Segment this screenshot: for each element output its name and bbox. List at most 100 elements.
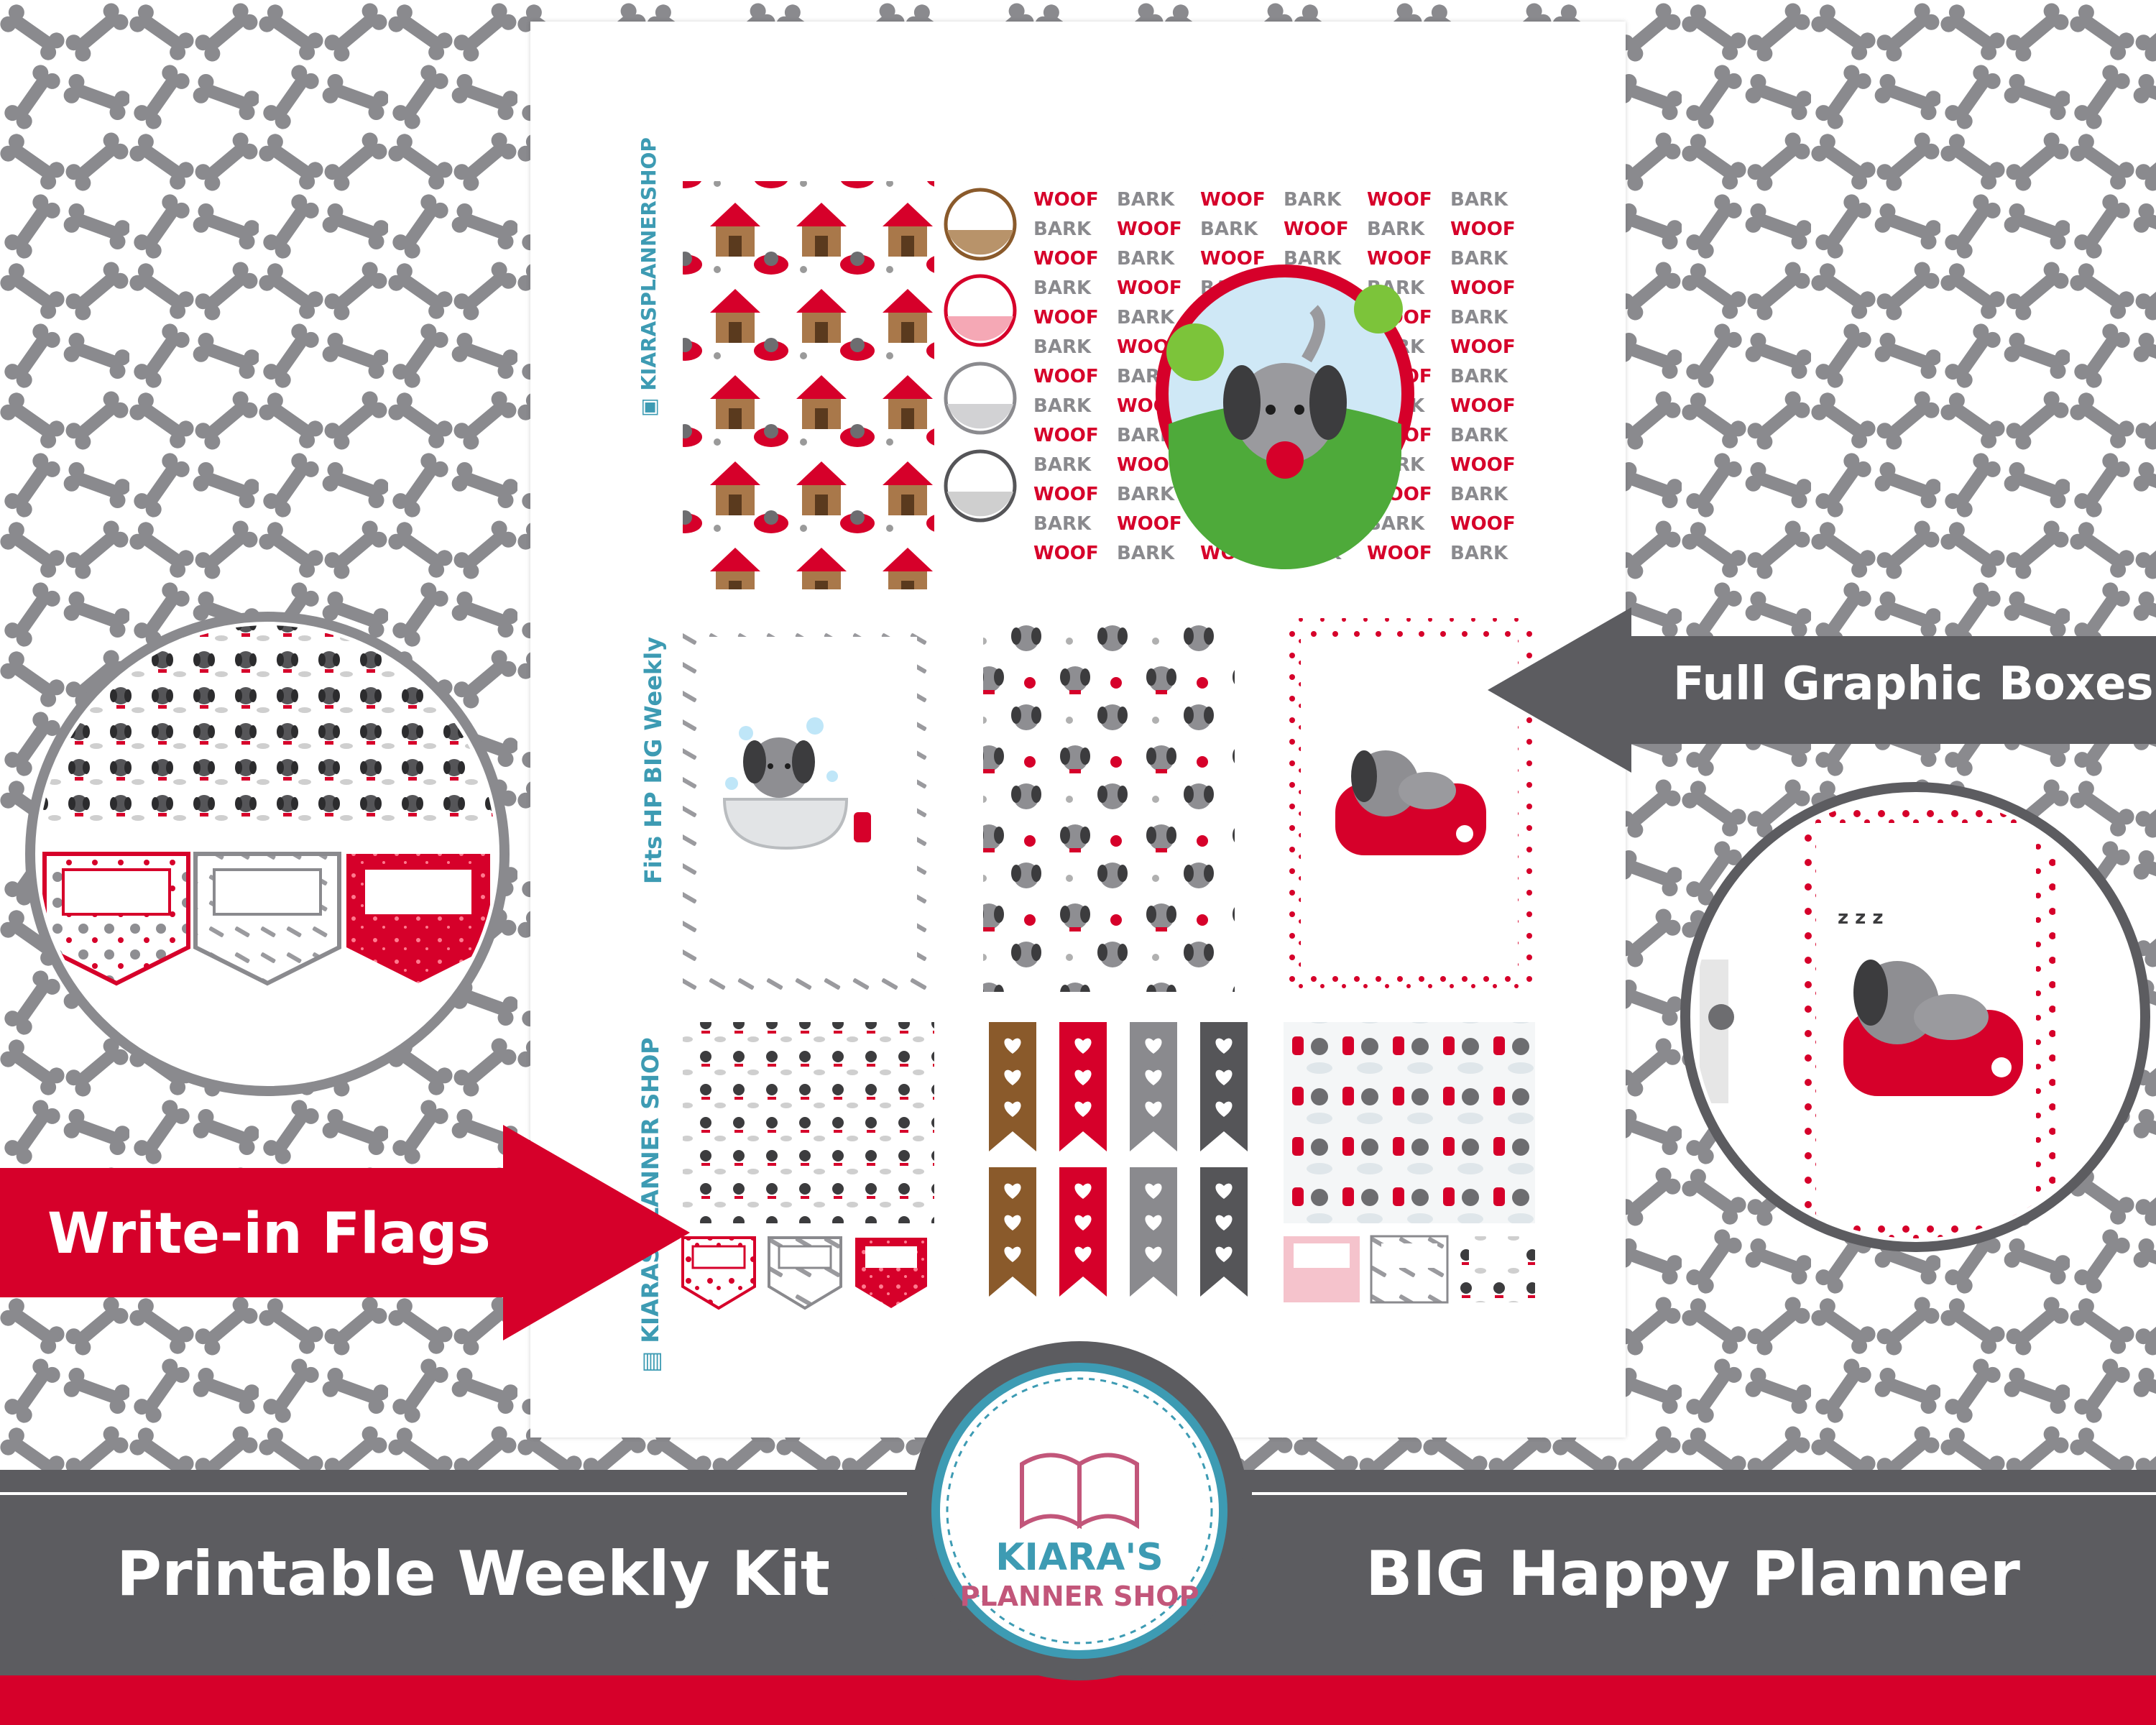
footer-divider-left (0, 1492, 907, 1495)
heart-icon (1074, 1038, 1092, 1054)
banner-word: WOOF (1033, 543, 1099, 564)
banner-word: WOOF (1033, 248, 1099, 270)
checklist-flag (1130, 1167, 1177, 1297)
footer-left-title: Printable Weekly Kit (116, 1538, 830, 1610)
heart-icon (1145, 1038, 1162, 1054)
heart-icon (1074, 1183, 1092, 1199)
heart-icon (1074, 1215, 1092, 1230)
checklist-flag (1200, 1022, 1248, 1151)
heart-icon (1145, 1101, 1162, 1117)
banner-word: WOOF (1033, 366, 1099, 387)
banner-word: WOOF (1450, 395, 1516, 417)
fire-hydrant-pattern-box (1284, 1022, 1535, 1223)
banner-word: BARK (1033, 218, 1092, 240)
checklist-flag (1059, 1022, 1107, 1151)
banner-word: WOOF (1284, 218, 1349, 240)
heart-icon (1004, 1215, 1021, 1230)
banner-word: BARK (1450, 484, 1508, 505)
checklist-flag (1130, 1022, 1177, 1151)
sticker-sheet-artwork: WOOF BARK WOOF BARK WOOF BARK BARK WOOF BARK WOOF… (681, 181, 1535, 1310)
banner-word: BARK (1450, 189, 1508, 211)
banner-word: WOOF (1450, 513, 1516, 535)
heart-icon (1074, 1246, 1092, 1262)
heart-icon (1215, 1038, 1233, 1054)
sleeping-puppy-illustration (1335, 750, 1486, 855)
write-in-flags-row (681, 1236, 927, 1310)
banner-word: BARK (1450, 543, 1508, 564)
banner-word: WOOF (1450, 454, 1516, 476)
banner-word: BARK (1117, 484, 1175, 505)
banner-word: WOOF (1117, 513, 1182, 535)
heart-icon (1004, 1246, 1021, 1262)
running-puppy-pattern-box (983, 618, 1235, 992)
heart-icon (1215, 1246, 1233, 1262)
banner-word: WOOF (1450, 336, 1516, 358)
sticker-sheet: WOOF BARK WOOF BARK WOOF BARK BARK WOOF BARK WOOF… (530, 22, 1626, 1438)
fit-label: Fits HP BIG Weekly (640, 636, 667, 884)
banner-word: BARK (1450, 425, 1508, 446)
logo-line1: KIARA'S (995, 1536, 1164, 1579)
banner-word: WOOF (1117, 218, 1182, 240)
banner-word: WOOF (1033, 307, 1099, 328)
open-book-icon (1020, 1453, 1139, 1530)
banner-word: BARK (1033, 513, 1092, 535)
small-puppy-pattern-box (683, 1022, 934, 1223)
heart-icon (1145, 1070, 1162, 1085)
full-graphic-boxes-arrow (1488, 607, 2156, 773)
heart-icon (1215, 1183, 1233, 1199)
banner-word: BARK (1033, 454, 1092, 476)
svg-text:z z z: z z z (1838, 907, 1884, 929)
footer-red-strip (0, 1675, 2156, 1725)
banner-word: BARK (1117, 307, 1175, 328)
footer-right-title: BIG Happy Planner (1365, 1538, 2020, 1610)
banner-word: WOOF (1033, 189, 1099, 211)
banner-word: BARK (1200, 218, 1258, 240)
kiaras-planner-shop-logo: KIARA'S PLANNER SHOP (910, 1341, 1249, 1680)
heart-icon (1145, 1215, 1162, 1230)
heart-icon (1145, 1183, 1162, 1199)
banner-word: WOOF (1200, 248, 1266, 270)
banner-word: WOOF (1367, 543, 1432, 564)
heart-icon (1215, 1070, 1233, 1085)
banner-word: BARK (1450, 366, 1508, 387)
banner-word: BARK (1117, 543, 1175, 564)
write-in-flags-label: Write-in Flags (47, 1202, 491, 1266)
checklist-flag (989, 1022, 1036, 1151)
banner-word: BARK (1450, 307, 1508, 328)
banner-word: BARK (1033, 395, 1092, 417)
full-graphic-boxes-label: Full Graphic Boxes (1673, 658, 2154, 711)
instagram-handle-label: ▣ KIARASPLANNERSHOP (637, 137, 660, 417)
banner-word: BARK (1284, 189, 1342, 211)
footer-divider-right (1252, 1492, 2156, 1495)
full-graphic-box-zoom-circle: z z z (1680, 782, 2150, 1252)
banner-word: WOOF (1033, 484, 1099, 505)
heart-icon (1004, 1070, 1021, 1085)
heart-checklist-flags (989, 1022, 1248, 1297)
banner-word: WOOF (1450, 277, 1516, 299)
puppy-ball-circle (1156, 264, 1414, 569)
banner-word: BARK (1117, 248, 1175, 270)
checklist-flag (989, 1167, 1036, 1297)
checklist-flag (1200, 1167, 1248, 1297)
banner-word: WOOF (1450, 218, 1516, 240)
banner-word: BARK (1033, 277, 1092, 299)
book-icon: ▤ (637, 1351, 664, 1373)
doghouse-pattern-box (683, 181, 934, 589)
heart-icon (1004, 1038, 1021, 1054)
banner-word: WOOF (1367, 189, 1432, 211)
logo-line2: PLANNER SHOP (960, 1581, 1199, 1612)
checklist-flag (1059, 1167, 1107, 1297)
banner-word: WOOF (1200, 189, 1266, 211)
banner-word: WOOF (1117, 277, 1182, 299)
write-in-flags-arrow (0, 1125, 690, 1340)
heart-icon (1004, 1101, 1021, 1117)
instagram-icon: ▣ (637, 397, 660, 417)
heart-icon (1215, 1101, 1233, 1117)
banner-word: WOOF (1367, 248, 1432, 270)
banner-word: WOOF (1033, 425, 1099, 446)
banner-word: BARK (1450, 248, 1508, 270)
write-in-flags-zoom-circle (25, 612, 510, 1096)
banner-word: BARK (1033, 336, 1092, 358)
heart-icon (1074, 1101, 1092, 1117)
puppy-bath-illustration (722, 717, 871, 850)
